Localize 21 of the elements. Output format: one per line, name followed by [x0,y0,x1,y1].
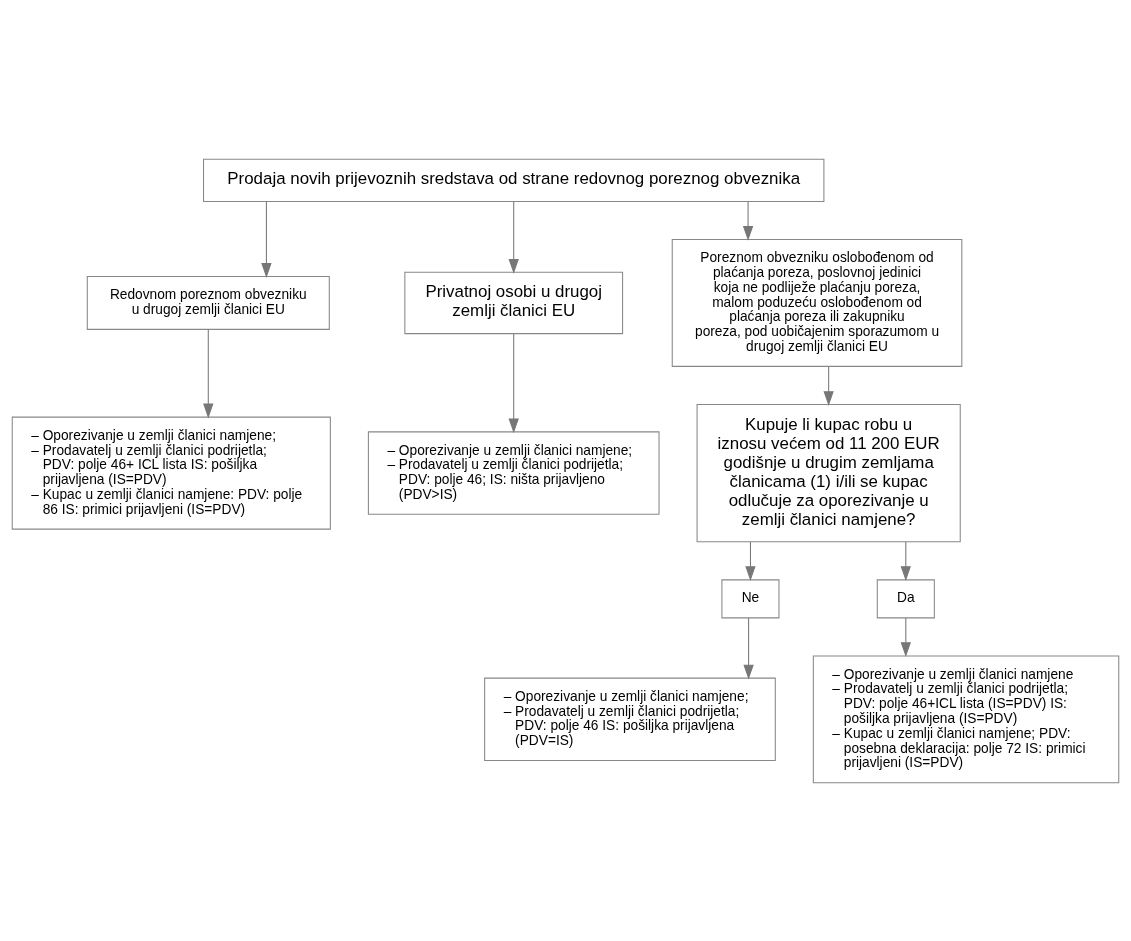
arrow [745,540,756,581]
arrow [261,200,272,278]
arrow [743,616,754,679]
node-box: Da [876,578,935,618]
arrow [900,616,911,657]
node-box: Privatnoj osobi u drugoj zemlji članici EU [404,271,624,334]
node-box: – Oporezivanje u zemlji članici namjene; – Prodavatelj u zemlji članici podrijetla; PDV: polje 46; IS: ništa prijavljeno (PDV>IS) [367,430,660,515]
arrow [508,200,519,274]
node-box: Redovnom poreznom obvezniku u drugoj zemlji članici EU [86,275,330,330]
arrow [508,332,519,433]
arrow [203,328,214,418]
node-box: Ne [721,578,780,618]
node-box: – Oporezivanje u zemlji članici namjene; – Prodavatelj u zemlji članici podrijetla; PDV: polje 46 IS: pošiljka prijavljena (PDV=IS) [484,677,776,761]
node-box: Prodaja novih prijevoznih sredstava od strane redovnog poreznog obveznika [203,158,825,202]
node-box: Kupuje li kupac robu u iznosu većem od 11 200 EUR godišnje u drugim zemljama članicama (1) i/ili se kupac odlučuje za oporezivanje u zemlji članici namjene? [696,403,961,542]
node-box: Poreznom obvezniku oslobođenom od plaćanja poreza, poslovnoj jedinici koja ne podliježe plaćanju poreza, malom poduzeću oslobođenom od plaćanja poreza ili zakupniku poreza, pod uobičajenim sporazumom u drugoj zemlji članici EU [671,238,963,367]
node-box: – Oporezivanje u zemlji članici namjene; – Prodavatelj u zemlji članici podrijetla; PDV: polje 46+ ICL lista IS: pošiljka prijavljena (IS=PDV) – Kupac u zemlji članici namjene: PDV: polje 86 IS: primici prijavljeni (IS=PDV) [11,416,331,530]
arrow [823,365,834,406]
arrow [900,540,911,581]
arrow [742,200,754,241]
node-box: – Oporezivanje u zemlji članici namjene – Prodavatelj u zemlji članici podrijetla; PDV: polje 46+ICL lista (IS=PDV) IS: pošiljka prijavljena (IS=PDV) – Kupac u zemlji članici namjene; PDV: posebna deklaracija: polje 72 IS: primici prijavljeni (IS=PDV) [812,654,1120,783]
